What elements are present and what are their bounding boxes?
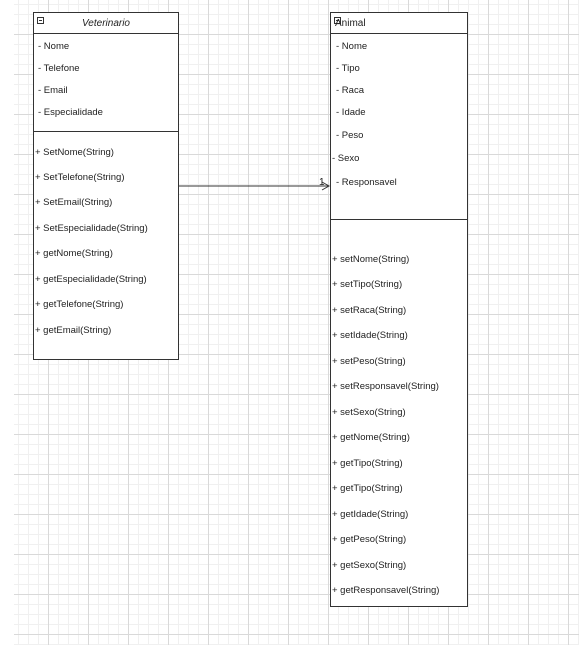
animal-method[interactable]: + setSexo(String) <box>332 407 406 418</box>
animal-method[interactable]: + getTipo(String) <box>332 458 403 469</box>
collapse-icon[interactable] <box>37 17 44 24</box>
animal-methods: + setNome(String) + setTipo(String) + se… <box>331 220 467 606</box>
animal-method[interactable]: + getTipo(String) <box>332 483 403 494</box>
class-veterinario-header[interactable]: Veterinario <box>34 13 178 34</box>
veterinario-attribute[interactable]: - Telefone <box>38 63 80 74</box>
animal-method[interactable]: + setPeso(String) <box>332 356 406 367</box>
veterinario-method[interactable]: + SetEspecialidade(String) <box>35 223 148 234</box>
animal-method[interactable]: + setIdade(String) <box>332 330 408 341</box>
class-animal[interactable]: Animal - Nome - Tipo - Raca - Idade - Pe… <box>330 12 468 607</box>
animal-separator <box>331 219 467 220</box>
animal-method[interactable]: + setNome(String) <box>332 254 410 265</box>
class-animal-title: Animal <box>335 18 366 29</box>
veterinario-method[interactable]: + SetTelefone(String) <box>35 172 125 183</box>
veterinario-attributes: - Nome - Telefone - Email - Especialidad… <box>34 34 178 132</box>
animal-attribute[interactable]: - Raca <box>336 85 364 96</box>
class-veterinario-title: Veterinario <box>82 18 130 29</box>
animal-attributes: - Nome - Tipo - Raca - Idade - Peso - Se… <box>331 34 467 219</box>
veterinario-separator <box>34 131 178 132</box>
animal-method[interactable]: + setTipo(String) <box>332 279 403 290</box>
veterinario-method[interactable]: + getEmail(String) <box>35 325 112 336</box>
veterinario-methods: + SetNome(String) + SetTelefone(String) … <box>34 132 178 359</box>
association-multiplicity: 1 <box>319 177 325 188</box>
veterinario-method[interactable]: + getNome(String) <box>35 248 113 259</box>
veterinario-attribute[interactable]: - Especialidade <box>38 107 103 118</box>
class-animal-header[interactable]: Animal <box>331 13 467 34</box>
animal-method[interactable]: + getResponsavel(String) <box>332 585 440 596</box>
collapse-icon[interactable] <box>334 17 341 24</box>
animal-method[interactable]: + getSexo(String) <box>332 560 407 571</box>
animal-attribute[interactable]: - Idade <box>336 107 366 118</box>
animal-method[interactable]: + setRaca(String) <box>332 305 407 316</box>
animal-method[interactable]: + getPeso(String) <box>332 534 407 545</box>
veterinario-attribute[interactable]: - Nome <box>38 41 70 52</box>
animal-method[interactable]: + getIdade(String) <box>332 509 409 520</box>
animal-method[interactable]: + setResponsavel(String) <box>332 381 439 392</box>
veterinario-method[interactable]: + SetNome(String) <box>35 147 114 158</box>
veterinario-method[interactable]: + getTelefone(String) <box>35 299 124 310</box>
animal-attribute[interactable]: - Peso <box>336 130 364 141</box>
veterinario-method[interactable]: + getEspecialidade(String) <box>35 274 147 285</box>
animal-attribute[interactable]: - Responsavel <box>336 177 397 188</box>
veterinario-method[interactable]: + SetEmail(String) <box>35 197 113 208</box>
class-veterinario[interactable]: Veterinario - Nome - Telefone - Email - … <box>33 12 179 360</box>
veterinario-attribute[interactable]: - Email <box>38 85 68 96</box>
animal-method[interactable]: + getNome(String) <box>332 432 410 443</box>
animal-attribute[interactable]: - Sexo <box>332 153 360 164</box>
animal-attribute[interactable]: - Tipo <box>336 63 360 74</box>
animal-attribute[interactable]: - Nome <box>336 41 368 52</box>
